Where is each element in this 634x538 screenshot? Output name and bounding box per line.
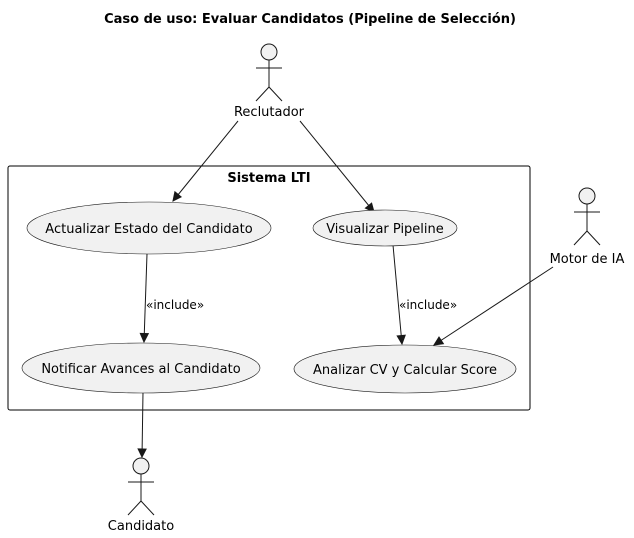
actor-label: Candidato	[108, 519, 174, 534]
use-case-actualizar-estado: Actualizar Estado del Candidato	[26, 201, 272, 255]
edge-reclutador-visualizar	[299, 120, 375, 213]
edge-reclutador-actualizar	[172, 120, 239, 202]
edge-include-visualizar-analizar	[392, 244, 403, 345]
edge-include-actualizar-notificar	[143, 253, 148, 343]
actor-label: Motor de IA	[550, 252, 625, 267]
diagram-title: Caso de uso: Evaluar Candidatos (Pipelin…	[104, 12, 516, 27]
edge-motor-analizar	[433, 266, 554, 346]
edge-notificar-candidato	[141, 391, 144, 458]
stick-figure-icon	[255, 43, 283, 102]
use-case-label: Analizar CV y Calcular Score	[313, 363, 497, 378]
arrowhead	[364, 202, 375, 213]
use-case-label: Actualizar Estado del Candidato	[45, 222, 252, 237]
stick-figure-icon	[573, 187, 601, 246]
use-case-visualizar-pipeline: Visualizar Pipeline	[312, 209, 458, 247]
actor-reclutador: Reclutador	[234, 43, 305, 120]
include-label: «include»	[146, 298, 204, 312]
use-case-notificar-avances: Notificar Avances al Candidato	[21, 342, 261, 394]
arrowhead	[139, 332, 150, 344]
use-case-label: Visualizar Pipeline	[326, 222, 444, 237]
actor-motor-ia: Motor de IA	[550, 187, 625, 267]
system-name: Sistema LTI	[227, 171, 310, 186]
arrowhead	[172, 190, 183, 202]
stick-figure-icon	[127, 457, 155, 516]
relations: «include» «include»	[137, 120, 554, 459]
use-case-analizar-cv: Analizar CV y Calcular Score	[293, 344, 517, 394]
actor-label: Reclutador	[234, 105, 305, 120]
arrowhead	[137, 448, 147, 459]
arrowhead	[396, 334, 406, 346]
include-label: «include»	[399, 298, 457, 312]
arrowhead	[433, 336, 445, 346]
actor-candidato: Candidato	[108, 457, 174, 534]
use-case-label: Notificar Avances al Candidato	[41, 362, 240, 377]
system-boundary: Sistema LTI	[7, 165, 531, 411]
